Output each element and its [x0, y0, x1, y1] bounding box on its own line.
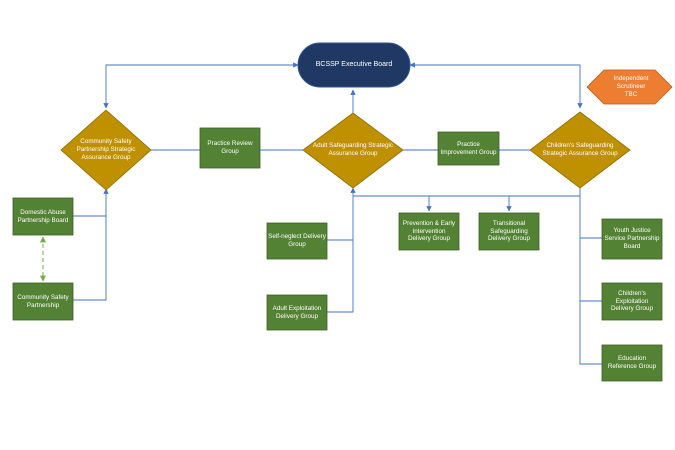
transitional-label: Transitional Safeguarding Delivery Group — [488, 219, 530, 243]
domestic-abuse-label: Domestic Abuse Partnership Board — [17, 208, 69, 224]
community-safety-diamond-label: Community Safety Partnership Strategic A… — [76, 138, 136, 161]
connector-domestic-abuse-to-community — [73, 188, 109, 217]
education-reference-label: Education Reference Group — [607, 355, 657, 370]
childrens-exploitation-label: Children's Exploitation Delivery Group — [611, 289, 653, 313]
domestic-abuse-box — [12, 197, 74, 236]
practice-review-label: Practice Review Group — [207, 140, 253, 155]
childrens-safeguarding-diamond-shape — [529, 111, 631, 189]
prevention-label: Prevention & Early Intervention Delivery… — [402, 219, 456, 243]
education-reference-box — [601, 344, 663, 382]
adult-safeguarding-diamond-shape — [302, 112, 404, 189]
youth-justice-box — [601, 218, 663, 260]
transitional-box — [478, 212, 540, 251]
connector-children-bus — [353, 188, 581, 197]
independent-scrutineer-label: Independent Scrutineer TBC — [613, 75, 649, 98]
connector-adult-exploitation — [327, 240, 354, 313]
childrens-exploitation-box — [601, 282, 663, 321]
connector-community-to-executive — [103, 62, 299, 109]
practice-review-box — [199, 127, 261, 169]
youth-justice-label: Youth Justice Service Partnership Board — [604, 227, 660, 250]
connector-children-spine — [579, 196, 602, 365]
executive-board-label: BCSSP Executive Board — [315, 60, 393, 68]
adult-safeguarding-diamond-label: Adult Safeguarding Strategic Assurance G… — [312, 142, 394, 157]
adult-exploitation-box — [266, 294, 328, 331]
practice-improvement-box — [437, 131, 500, 166]
connector-community-safety-to-community — [73, 216, 107, 301]
self-neglect-box — [266, 222, 328, 260]
independent-scrutineer-shape — [586, 69, 673, 105]
connector-children-to-executive — [409, 62, 583, 109]
adult-exploitation-label: Adult Exploitation Delivery Group — [272, 304, 322, 320]
community-safety-diamond-shape — [60, 109, 152, 191]
community-safety-box — [12, 282, 74, 321]
community-safety-label: Community Safety Partnership — [17, 293, 69, 309]
childrens-safeguarding-diamond-label: Children's Safeguarding Strategic Assura… — [542, 142, 618, 157]
practice-improvement-label: Practice Improvement Group — [440, 140, 497, 156]
self-neglect-label: Self-neglect Delivery Group — [268, 233, 326, 248]
executive-board-shape — [297, 42, 411, 88]
prevention-box — [398, 212, 460, 251]
